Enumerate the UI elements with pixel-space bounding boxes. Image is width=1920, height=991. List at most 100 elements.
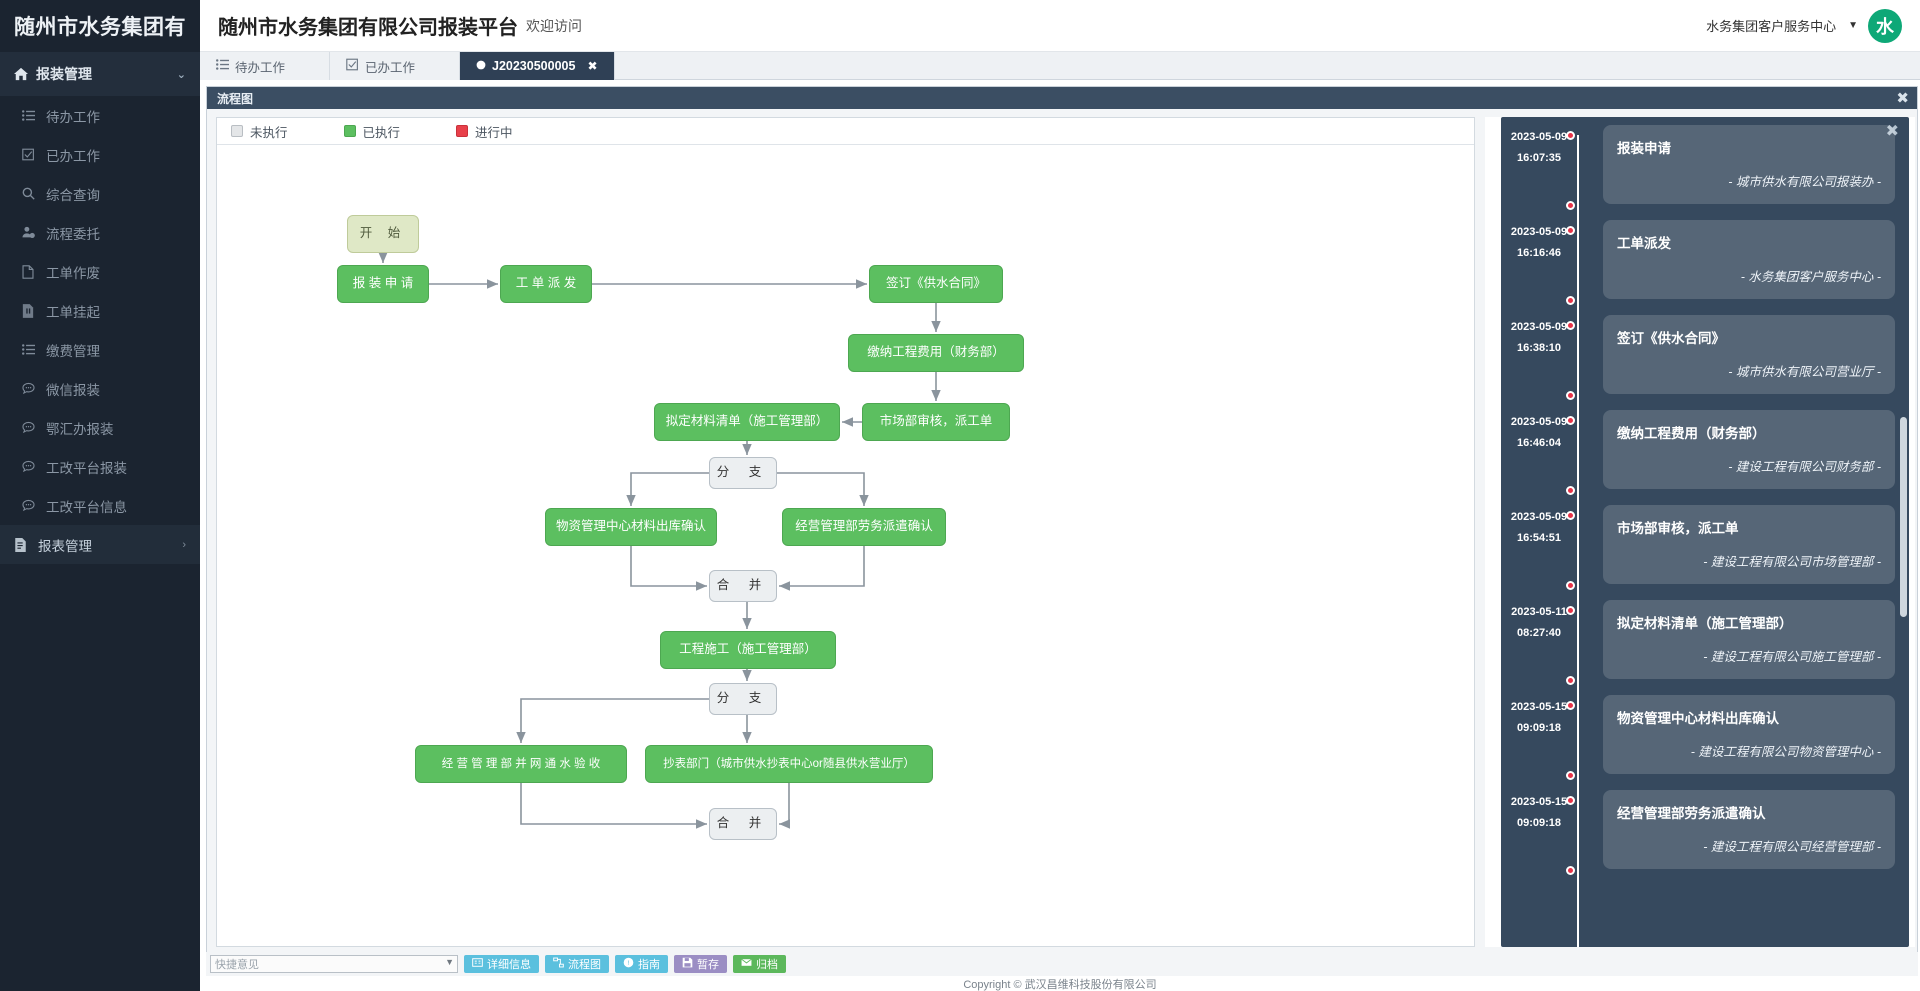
timeline-card[interactable]: 拟定材料清单（施工管理部）- 建设工程有限公司施工管理部 - — [1603, 600, 1895, 679]
timeline-card[interactable]: 签订《供水合同》- 城市供水有限公司营业厅 - — [1603, 315, 1895, 394]
timeline-scroll-area[interactable]: 2023-05-09 16:07:35 报装申请- 城市供水有限公司报装办 - 202… — [1501, 117, 1909, 947]
flow-node-g4[interactable]: 合 并 — [709, 808, 777, 840]
sidebar-item-9[interactable]: 鄂汇办报装 — [0, 408, 200, 447]
sidebar-item-1[interactable]: 待办工作 — [0, 96, 200, 135]
chevron-down-icon[interactable]: ▼ — [1848, 20, 1858, 31]
flow-node-start[interactable]: 开 始 — [347, 215, 419, 253]
sidebar-item-label: 工改平台报装 — [46, 460, 127, 476]
workspace: 流程图 ✖ 未执行 已执行 进行中 — [206, 86, 1918, 954]
flow-node-n6[interactable]: 拟定材料清单（施工管理部） — [654, 403, 840, 441]
timeline-dot-icon — [1566, 226, 1575, 235]
sidebar-menu-header[interactable]: 报装管理 ⌄ — [0, 52, 200, 96]
timeline-card[interactable]: 经营管理部劳务派遣确认- 建设工程有限公司经营管理部 - — [1603, 790, 1895, 869]
flow-node-n11[interactable]: 抄表部门（城市供水抄表中心or随县供水营业厅） — [645, 745, 933, 783]
flow-node-g2[interactable]: 合 并 — [709, 570, 777, 602]
timeline-date: 2023-05-09 — [1510, 321, 1568, 333]
chevron-down-icon: ⌄ — [176, 68, 186, 81]
flow-node-n2[interactable]: 工 单 派 发 — [500, 265, 592, 303]
flow-node-n9[interactable]: 工程施工（施工管理部） — [660, 631, 836, 669]
header-right: 水务集团客户服务中心 ▼ 水 — [1706, 8, 1902, 43]
legend-swatch — [343, 125, 356, 137]
toolbar-button-5[interactable]: 归档 — [733, 955, 786, 973]
tab-3[interactable]: J20230500005✖ — [460, 52, 615, 80]
toolbar-button-1[interactable]: 详细信息 — [464, 955, 539, 973]
timeline-date: 2023-05-15 — [1510, 796, 1568, 808]
flow-node-n10[interactable]: 经 营 管 理 部 并 网 通 水 验 收 — [415, 745, 627, 783]
flow-node-n1[interactable]: 报 装 申 请 — [337, 265, 429, 303]
timeline-card[interactable]: 报装申请- 城市供水有限公司报装办 - — [1603, 125, 1895, 204]
sidebar-item-6[interactable]: 工单挂起 — [0, 291, 200, 330]
timeline-entry[interactable]: 2023-05-09 16:38:10 签订《供水合同》- 城市供水有限公司营业厅 … — [1501, 307, 1909, 402]
timeline-step-org: - 建设工程有限公司物资管理中心 - — [1690, 745, 1881, 759]
toolbar-button-4[interactable]: 暂存 — [674, 955, 727, 973]
timeline-card[interactable]: 缴纳工程费用（财务部）- 建设工程有限公司财务部 - — [1603, 410, 1895, 489]
sidebar-item-8[interactable]: 微信报装 — [0, 369, 200, 408]
chat-icon — [22, 460, 46, 473]
current-user-label[interactable]: 水务集团客户服务中心 — [1706, 19, 1837, 34]
sidebar-item-5[interactable]: 工单作废 — [0, 252, 200, 291]
close-icon[interactable]: ✖ — [1885, 123, 1899, 140]
toolbar-button-label: 暂存 — [697, 959, 719, 971]
legend-label: 未执行 — [250, 125, 288, 140]
sidebar-item-7[interactable]: 缴费管理 — [0, 330, 200, 369]
file-icon — [22, 264, 46, 279]
close-icon[interactable]: ✖ — [587, 59, 598, 73]
flow-node-label: 经营管理部劳务派遣确认 — [795, 519, 933, 534]
save-icon — [682, 957, 693, 971]
timeline-time: 16:38:10 — [1516, 341, 1562, 354]
tab-1[interactable]: 待办工作 — [200, 52, 330, 80]
chat-icon — [22, 499, 46, 512]
close-icon[interactable]: ✖ — [1896, 90, 1909, 107]
flow-node-label: 工 单 派 发 — [515, 276, 577, 291]
toolbar-button-2[interactable]: 流程图 — [545, 955, 609, 973]
flow-diagram[interactable]: 开 始报 装 申 请 工 单 派 发 签订《供水合同》缴纳工程费用（财务部） 市场部审… — [217, 145, 1474, 945]
sidebar-item-10[interactable]: 工改平台报装 — [0, 447, 200, 486]
toolbar-button-3[interactable]: !指南 — [615, 955, 668, 973]
sidebar-item-label: 流程委托 — [46, 226, 100, 242]
avatar[interactable]: 水 — [1868, 8, 1902, 43]
flow-node-label: 经 营 管 理 部 并 网 通 水 验 收 — [441, 757, 601, 770]
flow-node-n7[interactable]: 物资管理中心材料出库确认 — [545, 508, 717, 546]
timeline-card[interactable]: 工单派发- 水务集团客户服务中心 - — [1603, 220, 1895, 299]
flow-node-g3[interactable]: 分 支 — [709, 683, 777, 715]
flow-node-label: 开 始 — [359, 226, 407, 241]
flow-node-n3[interactable]: 签订《供水合同》 — [869, 265, 1003, 303]
timeline-scrollbar[interactable] — [1900, 417, 1907, 617]
flow-node-n4[interactable]: 缴纳工程费用（财务部） — [848, 334, 1024, 372]
flow-node-g1[interactable]: 分 支 — [709, 457, 777, 489]
sidebar-item-report-management[interactable]: 报表管理 › — [0, 525, 200, 564]
chat-icon — [22, 382, 46, 395]
tab-2[interactable]: 已办工作 — [330, 52, 460, 80]
legend-item-not-executed: 未执行 — [231, 122, 288, 141]
sidebar-item-4[interactable]: 流程委托 — [0, 213, 200, 252]
search-icon — [22, 187, 46, 200]
sidebar-menu-header-label: 报装管理 — [36, 66, 92, 82]
flow-canvas[interactable]: 未执行 已执行 进行中 — [216, 117, 1475, 947]
home-icon — [14, 67, 36, 81]
sidebar-item-label: 待办工作 — [46, 109, 100, 125]
sidebar-item-11[interactable]: 工改平台信息 — [0, 486, 200, 525]
header-subtitle: 欢迎访问 — [526, 17, 582, 34]
timeline-card[interactable]: 市场部审核，派工单- 建设工程有限公司市场管理部 - — [1603, 505, 1895, 584]
flow-node-n5[interactable]: 市场部审核，派工单 — [862, 403, 1010, 441]
timeline-time: 16:07:35 — [1516, 151, 1562, 164]
timeline-card[interactable]: 物资管理中心材料出库确认- 建设工程有限公司物资管理中心 - — [1603, 695, 1895, 774]
sidebar-item-2[interactable]: 已办工作 — [0, 135, 200, 174]
flow-node-n8[interactable]: 经营管理部劳务派遣确认 — [782, 508, 946, 546]
archive-icon — [741, 957, 752, 971]
timeline-step-name: 缴纳工程费用（财务部） — [1617, 426, 1766, 441]
sidebar-item-report-management-label: 报表管理 — [38, 538, 92, 554]
sidebar-item-3[interactable]: 综合查询 — [0, 174, 200, 213]
legend-swatch — [231, 125, 243, 137]
quick-opinion-select[interactable]: 快捷意见 ▼ — [210, 955, 458, 973]
